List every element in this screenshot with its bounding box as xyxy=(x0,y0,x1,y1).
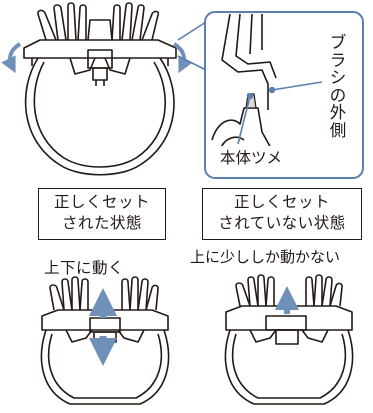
incorrect-state-box: 正しくセット されていない状態 xyxy=(202,188,362,240)
right-rotate-arrow xyxy=(172,42,193,74)
callout-leader xyxy=(177,21,207,71)
correct-state-line1: 正しくセット xyxy=(53,193,150,211)
left-rotate-arrow xyxy=(1,42,22,74)
hook-leader xyxy=(237,95,251,145)
vertical-char: ラ xyxy=(329,50,347,70)
correct-state-box: 正しくセット された状態 xyxy=(38,188,166,240)
brush-side-leader xyxy=(271,81,323,91)
incorrect-state-line1: 正しくセット xyxy=(233,193,330,211)
brush-outer-side-label: ブ ラ シ の 外 側 xyxy=(328,34,348,139)
correct-state-line2: された状態 xyxy=(61,214,142,232)
vertical-char: シ xyxy=(329,68,347,87)
vertical-char: 外 xyxy=(329,103,347,122)
moves-up-down-caption: 上下に動く xyxy=(44,259,125,277)
incorrect-state-line2: されていない状態 xyxy=(218,214,346,232)
vertical-char: の xyxy=(329,85,347,105)
incorrect-set-illustration xyxy=(224,274,354,405)
top-brush-illustration xyxy=(23,2,177,176)
body-hook-label: 本体ツメ xyxy=(218,146,285,168)
callout-frame xyxy=(204,11,364,179)
moves-slightly-caption: 上に少ししか動かない xyxy=(190,248,341,266)
vertical-char: ブ xyxy=(329,33,347,52)
vertical-char: 側 xyxy=(329,120,347,140)
